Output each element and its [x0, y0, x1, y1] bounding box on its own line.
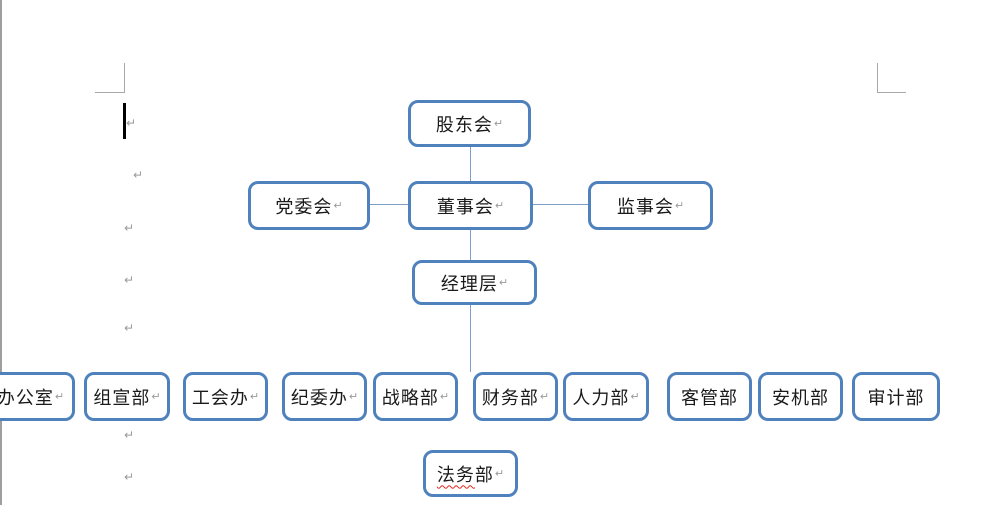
paragraph-mark: ↵ [630, 390, 640, 403]
text-cursor [123, 103, 126, 139]
node-label: 监事会 [616, 196, 674, 218]
paragraph-mark: ↵ [124, 221, 135, 235]
dept-box-discipline-office[interactable]: 纪委办↵ [282, 372, 367, 421]
dept-box-organization-publicity[interactable]: 组宣部↵ [84, 372, 170, 421]
dept-box-general-office[interactable]: 办公室↵ [0, 372, 75, 421]
crop-mark-top-left-horizontal [95, 92, 125, 93]
node-management-layer[interactable]: 经理层↵ [412, 260, 537, 305]
dept-label: 安机部 [772, 387, 829, 409]
paragraph-mark: ↵ [133, 168, 144, 182]
dept-label: 财务部 [481, 387, 539, 409]
node-label-spellcheck-flagged: 法务 [436, 464, 475, 486]
connector-shareholders-board[interactable] [470, 146, 471, 181]
node-board-of-directors[interactable]: 董事会↵ [408, 181, 533, 230]
paragraph-mark: ↵ [333, 199, 343, 212]
dept-label: 纪委办 [290, 387, 348, 409]
dept-box-human-resources[interactable]: 人力部↵ [563, 372, 649, 421]
page-left-edge [0, 0, 2, 505]
connector-board-management[interactable] [470, 230, 471, 260]
dept-box-security-machinery[interactable]: 安机部 [758, 372, 843, 421]
connector-party-board[interactable] [368, 204, 408, 205]
dept-box-customer-management[interactable]: 客管部 [667, 372, 752, 421]
crop-mark-top-left-vertical [124, 63, 125, 93]
dept-label: 人力部 [572, 387, 630, 409]
dept-label: 客管部 [681, 387, 738, 409]
paragraph-mark: ↵ [439, 390, 450, 403]
dept-box-finance[interactable]: 财务部↵ [473, 372, 558, 421]
connector-board-supervisors[interactable] [531, 204, 588, 205]
paragraph-mark: ↵ [124, 273, 135, 287]
node-party-committee[interactable]: 党委会↵ [248, 181, 370, 230]
dept-box-audit[interactable]: 审计部 [852, 372, 940, 421]
paragraph-mark: ↵ [124, 428, 135, 442]
node-label: 部 [474, 464, 494, 486]
node-legal-department[interactable]: 法务部↵ [423, 450, 518, 497]
dept-label: 工会办 [191, 387, 249, 409]
paragraph-mark: ↵ [539, 390, 550, 403]
node-label: 董事会 [436, 196, 494, 218]
node-label: 经理层 [440, 273, 498, 295]
dept-label: 审计部 [867, 387, 925, 409]
paragraph-mark: ↵ [494, 467, 505, 480]
paragraph-mark: ↵ [493, 117, 504, 130]
node-label: 股东会 [435, 114, 493, 136]
node-supervisory-board[interactable]: 监事会↵ [588, 181, 713, 230]
paragraph-mark: ↵ [494, 199, 505, 212]
paragraph-mark: ↵ [126, 116, 137, 130]
paragraph-mark: ↵ [498, 276, 509, 289]
dept-box-strategy[interactable]: 战略部↵ [373, 372, 458, 421]
dept-label: 组宣部 [93, 387, 151, 409]
dept-box-union-office[interactable]: 工会办↵ [183, 372, 268, 421]
crop-mark-top-right-horizontal [877, 92, 906, 93]
dept-label: 战略部 [381, 387, 439, 409]
crop-mark-top-right-vertical [877, 63, 878, 93]
connector-management-departments[interactable] [470, 305, 471, 372]
node-label: 党委会 [275, 196, 333, 218]
paragraph-mark: ↵ [348, 390, 359, 403]
paragraph-mark: ↵ [249, 390, 260, 403]
node-shareholders-meeting[interactable]: 股东会↵ [408, 100, 531, 147]
paragraph-mark: ↵ [124, 470, 135, 484]
dept-label: 办公室 [0, 387, 54, 409]
paragraph-mark: ↵ [124, 321, 135, 335]
paragraph-mark: ↵ [151, 390, 161, 403]
paragraph-mark: ↵ [54, 390, 65, 403]
paragraph-mark: ↵ [674, 199, 685, 212]
